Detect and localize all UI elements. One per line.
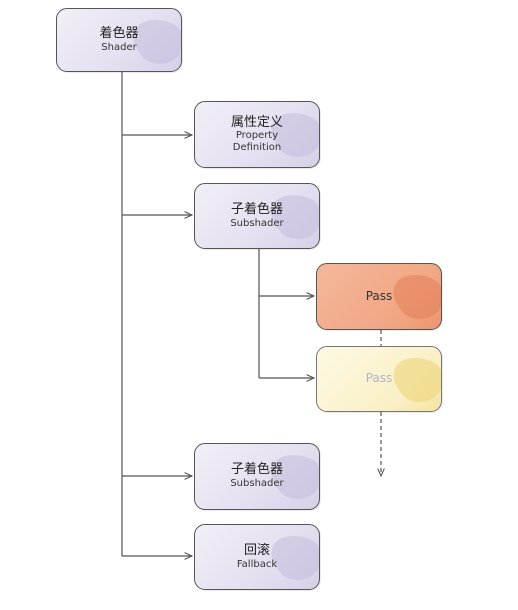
node-pass-2-label: Pass <box>365 371 393 386</box>
node-subshader-1-label: 子着色器 <box>230 201 283 217</box>
node-property-sub: Property Definition <box>232 130 282 153</box>
node-shader-label: 着色器 <box>99 25 139 41</box>
node-fallback-label: 回滚 <box>243 542 270 558</box>
node-property-label: 属性定义 <box>230 114 283 130</box>
node-pass-1-label: Pass <box>365 288 393 303</box>
blob-decoration <box>133 20 181 64</box>
node-fallback: 回滚 Fallback <box>194 524 320 590</box>
node-subshader-2-label: 子着色器 <box>230 462 283 478</box>
blob-decoration <box>271 195 319 239</box>
node-property-definition: 属性定义 Property Definition <box>194 101 320 168</box>
blob-decoration <box>393 275 441 319</box>
blob-decoration <box>271 113 319 157</box>
blob-decoration <box>271 455 319 499</box>
node-shader: 着色器 Shader <box>56 8 182 72</box>
node-shader-sub: Shader <box>101 41 137 53</box>
node-subshader-1-sub: Subshader <box>230 217 284 229</box>
node-fallback-sub: Fallback <box>236 558 278 570</box>
node-subshader-2-sub: Subshader <box>230 478 284 490</box>
blob-decoration <box>393 358 441 402</box>
node-subshader-1: 子着色器 Subshader <box>194 183 320 249</box>
blob-decoration <box>271 536 319 580</box>
node-subshader-2: 子着色器 Subshader <box>194 443 320 510</box>
node-pass-1: Pass <box>316 263 442 330</box>
node-pass-2: Pass <box>316 346 442 412</box>
